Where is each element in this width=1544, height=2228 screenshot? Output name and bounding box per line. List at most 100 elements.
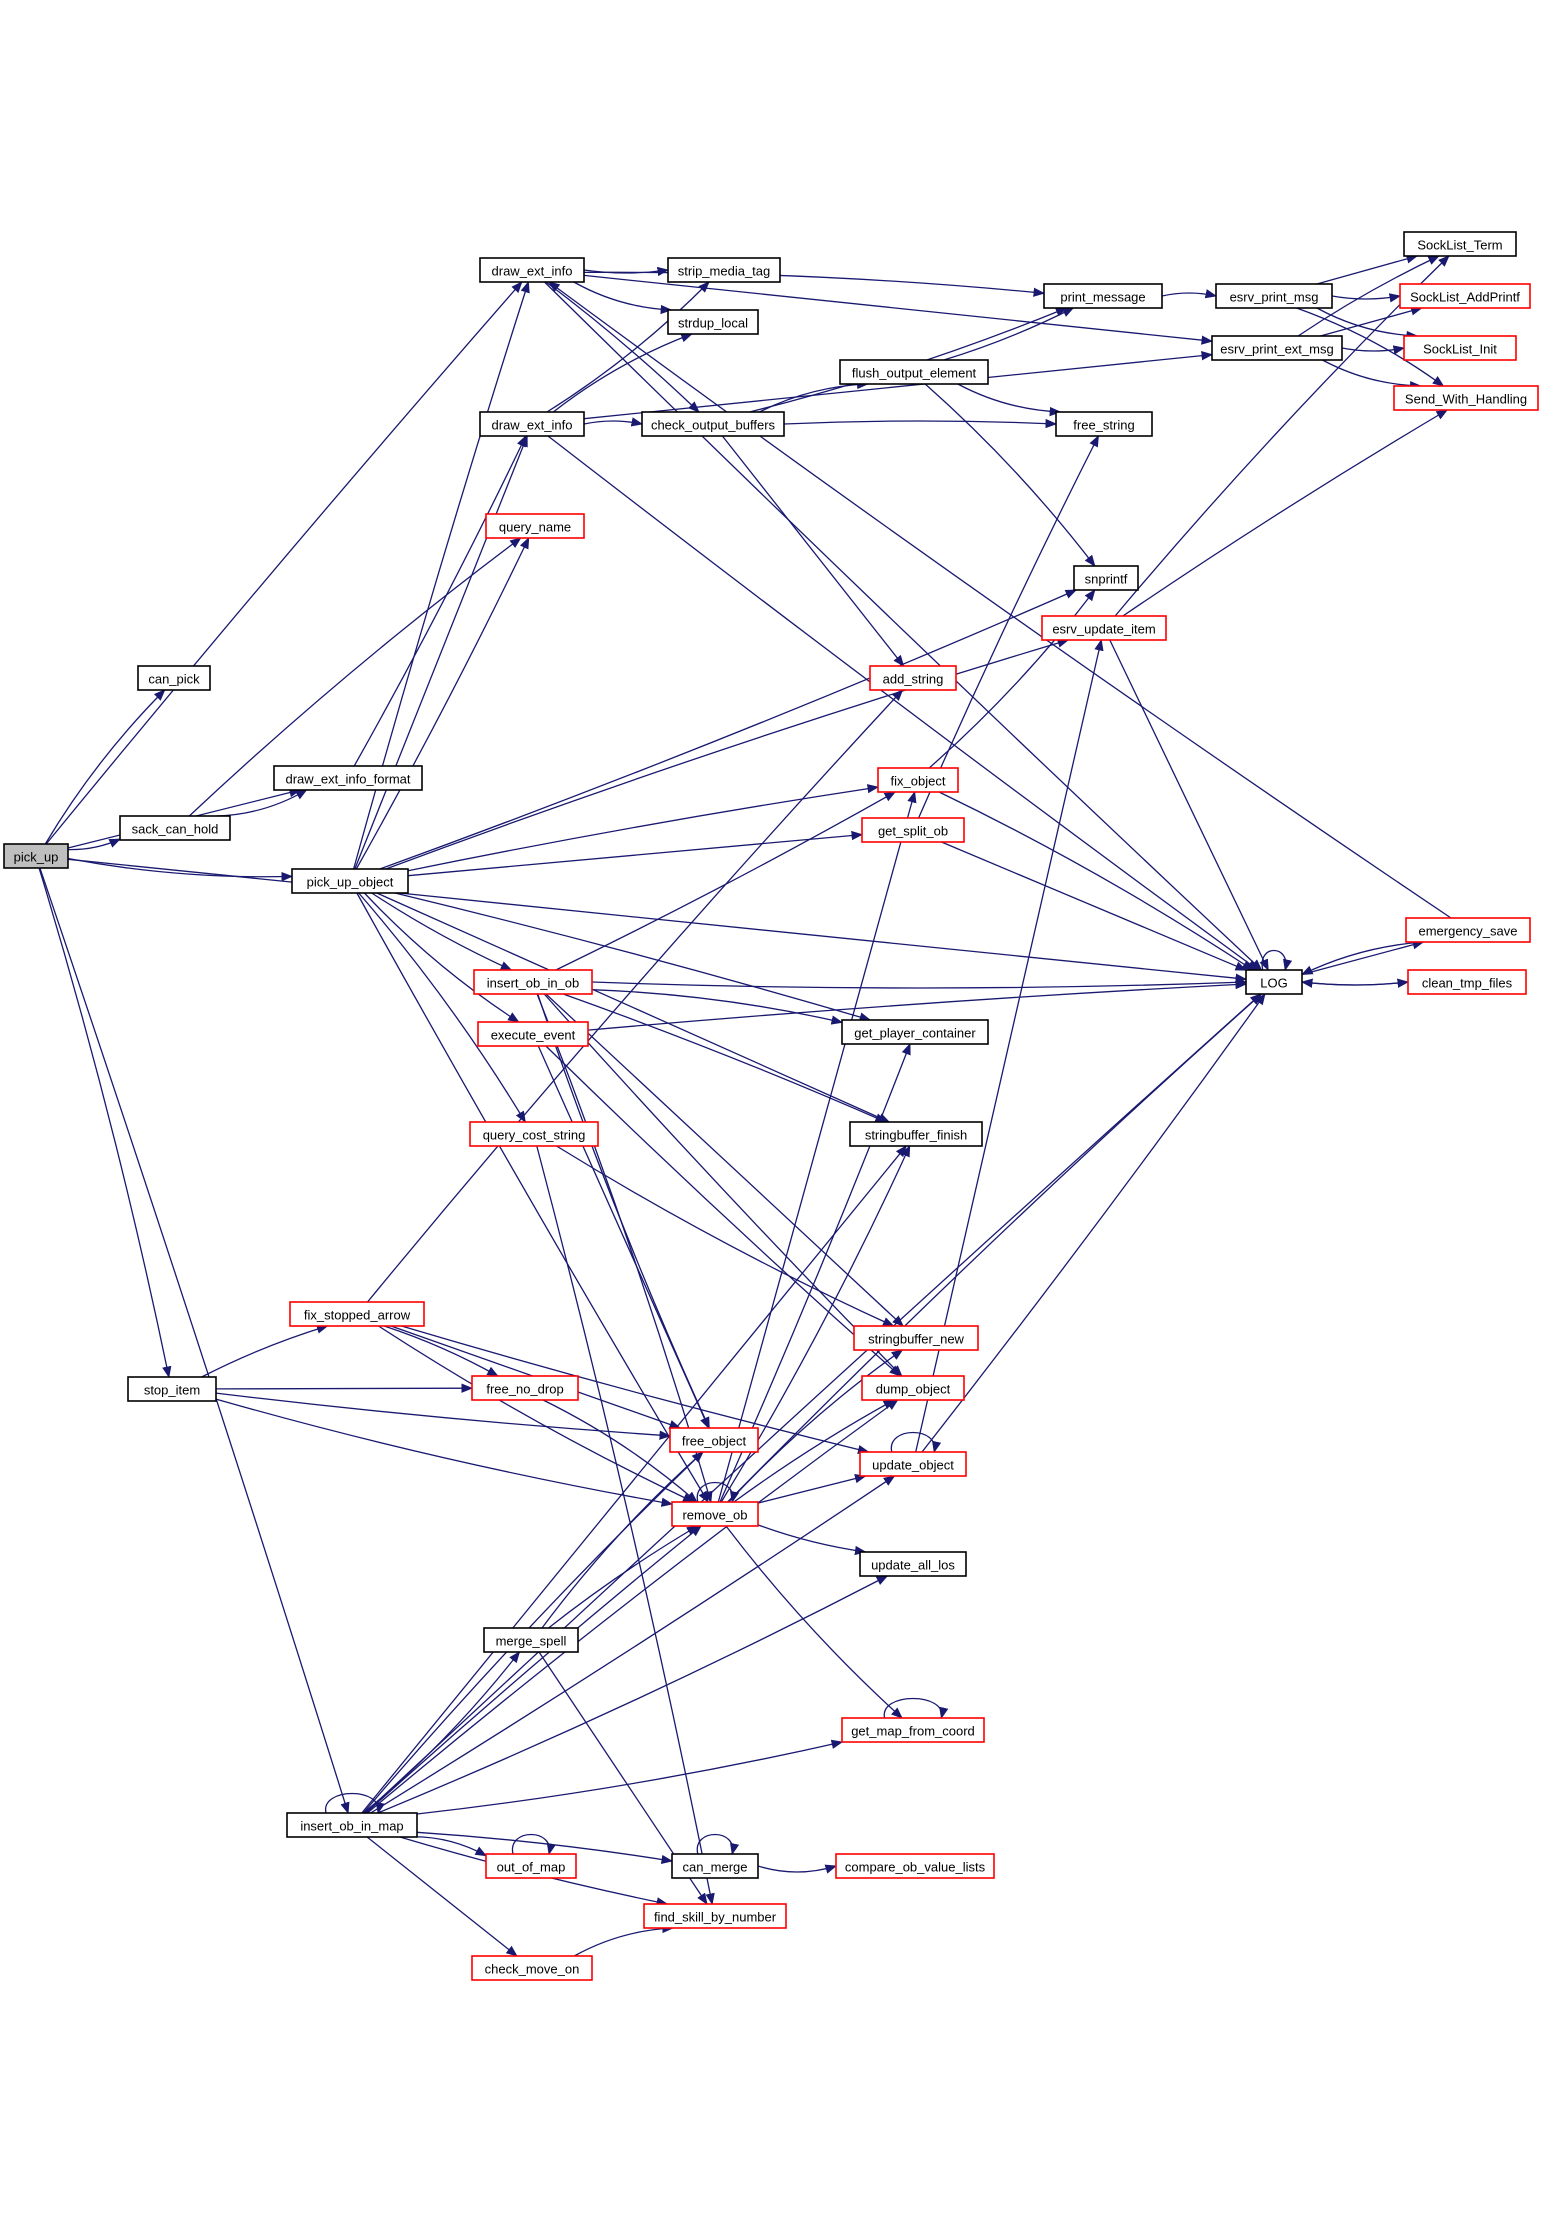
edge-insert-ob-in-ob-to-stringbuffer-finish bbox=[562, 993, 887, 1123]
node-label: update_object bbox=[872, 1458, 954, 1473]
node-LOG[interactable]: LOG bbox=[1245, 969, 1303, 995]
node-query-cost-string[interactable]: query_cost_string bbox=[469, 1121, 599, 1147]
node-get-player-container[interactable]: get_player_container bbox=[841, 1019, 989, 1045]
edge-pick-up-object-to-esrv-update-item bbox=[385, 638, 1070, 870]
node-merge-spell[interactable]: merge_spell bbox=[483, 1627, 579, 1653]
edge-remove-ob-to-dump-object bbox=[733, 1399, 896, 1503]
node-fix-object[interactable]: fix_object bbox=[877, 767, 959, 793]
node-free-object[interactable]: free_object bbox=[669, 1427, 759, 1453]
node-execute-event[interactable]: execute_event bbox=[477, 1021, 589, 1047]
node-free-no-drop[interactable]: free_no_drop bbox=[471, 1375, 579, 1401]
node-box bbox=[1215, 283, 1333, 309]
edge-sack-can-hold-to-query-name bbox=[188, 537, 522, 817]
edge-esrv-print-ext-msg-to-SockList-Term bbox=[1297, 255, 1440, 337]
edge-pick-up-object-to-draw-ext-info2 bbox=[354, 434, 528, 870]
node-can-pick[interactable]: can_pick bbox=[137, 665, 211, 691]
edge-can-merge-to-can-merge bbox=[696, 1833, 740, 1856]
node-label: insert_ob_in_ob bbox=[487, 976, 580, 991]
node-box bbox=[669, 1427, 759, 1453]
edge-execute-event-to-dump-object bbox=[545, 1045, 901, 1377]
node-get-map-from-coord[interactable]: get_map_from_coord bbox=[841, 1717, 985, 1743]
edge-remove-ob-to-stringbuffer-finish bbox=[720, 1144, 911, 1503]
node-clean-tmp-files[interactable]: clean_tmp_files bbox=[1407, 969, 1527, 995]
node-pick-up[interactable]: pick_up bbox=[3, 843, 69, 869]
node-label: stringbuffer_new bbox=[868, 1332, 964, 1347]
edge-merge-spell-to-free-object bbox=[541, 1451, 704, 1629]
node-SockList-Init[interactable]: SockList_Init bbox=[1403, 335, 1517, 361]
edge-remove-ob-to-update-object bbox=[757, 1474, 867, 1504]
node-add-string[interactable]: add_string bbox=[869, 665, 957, 691]
node-stop-item[interactable]: stop_item bbox=[127, 1376, 217, 1402]
node-label: clean_tmp_files bbox=[1422, 976, 1513, 991]
node-strip-media-tag[interactable]: strip_media_tag bbox=[667, 257, 781, 283]
edge-esrv-print-msg-to-SockList-Term bbox=[1316, 254, 1419, 285]
node-box bbox=[841, 1019, 989, 1045]
node-dump-object[interactable]: dump_object bbox=[861, 1375, 965, 1401]
node-can-merge[interactable]: can_merge bbox=[671, 1853, 759, 1879]
node-SockList-Term[interactable]: SockList_Term bbox=[1403, 231, 1517, 257]
edge-pick-up-object-to-remove-ob bbox=[356, 892, 709, 1504]
node-draw-ext-info[interactable]: draw_ext_info bbox=[479, 257, 585, 283]
node-draw-ext-info-format[interactable]: draw_ext_info_format bbox=[273, 765, 423, 791]
node-label: merge_spell bbox=[496, 1634, 567, 1649]
node-snprintf[interactable]: snprintf bbox=[1073, 565, 1139, 591]
edge-get-split-ob-to-LOG bbox=[941, 841, 1248, 971]
node-Send-With-Handling[interactable]: Send_With_Handling bbox=[1393, 385, 1539, 411]
node-label: get_split_ob bbox=[878, 824, 948, 839]
node-emergency-save[interactable]: emergency_save bbox=[1405, 917, 1531, 943]
edge-insert-ob-in-ob-to-stringbuffer-new bbox=[545, 993, 904, 1327]
edge-draw-ext-info2-to-strdup-local bbox=[552, 333, 693, 413]
node-esrv-update-item[interactable]: esrv_update_item bbox=[1041, 615, 1167, 641]
node-esrv-print-msg[interactable]: esrv_print_msg bbox=[1215, 283, 1333, 309]
edge-insert-ob-in-map-to-merge-spell bbox=[363, 1651, 521, 1814]
node-box bbox=[839, 359, 989, 385]
edge-remove-ob-to-get-map-from-coord bbox=[725, 1525, 903, 1719]
node-esrv-print-ext-msg[interactable]: esrv_print_ext_msg bbox=[1211, 335, 1343, 361]
edge-draw-ext-info-to-strdup-local bbox=[573, 281, 673, 315]
node-update-all-los[interactable]: update_all_los bbox=[859, 1551, 967, 1577]
node-label: flush_output_element bbox=[852, 366, 977, 381]
edge-check-output-buffers-to-free-string bbox=[783, 418, 1058, 429]
node-out-of-map[interactable]: out_of_map bbox=[485, 1853, 577, 1879]
node-box bbox=[1399, 283, 1531, 309]
node-get-split-ob[interactable]: get_split_ob bbox=[861, 817, 965, 843]
node-draw-ext-info2[interactable]: draw_ext_info bbox=[479, 411, 585, 437]
edge-insert-ob-in-map-to-LOG bbox=[364, 993, 1262, 1814]
node-stringbuffer-new[interactable]: stringbuffer_new bbox=[853, 1325, 979, 1351]
edge-fix-stopped-arrow-to-add-string bbox=[366, 689, 904, 1303]
node-box bbox=[471, 1375, 579, 1401]
node-pick-up-object[interactable]: pick_up_object bbox=[291, 868, 409, 894]
edge-esrv-print-msg-to-Send-With-Handling bbox=[1296, 307, 1445, 387]
node-box bbox=[273, 765, 423, 791]
node-free-string[interactable]: free_string bbox=[1055, 411, 1153, 437]
node-query-name[interactable]: query_name bbox=[485, 513, 585, 539]
node-box bbox=[869, 665, 957, 691]
node-check-move-on[interactable]: check_move_on bbox=[471, 1955, 593, 1981]
node-check-output-buffers[interactable]: check_output_buffers bbox=[641, 411, 785, 437]
node-insert-ob-in-map[interactable]: insert_ob_in_map bbox=[286, 1812, 418, 1838]
node-label: get_player_container bbox=[854, 1026, 976, 1041]
node-label: free_object bbox=[682, 1434, 747, 1449]
node-strdup-local[interactable]: strdup_local bbox=[667, 309, 759, 335]
node-remove-ob[interactable]: remove_ob bbox=[671, 1501, 759, 1527]
node-insert-ob-in-ob[interactable]: insert_ob_in_ob bbox=[473, 969, 593, 995]
node-sack-can-hold[interactable]: sack_can_hold bbox=[119, 815, 231, 841]
node-compare-ob-value-lists[interactable]: compare_ob_value_lists bbox=[835, 1853, 995, 1879]
node-label: sack_can_hold bbox=[132, 822, 219, 837]
node-find-skill-by-number[interactable]: find_skill_by_number bbox=[643, 1903, 787, 1929]
node-box bbox=[841, 1717, 985, 1743]
node-update-object[interactable]: update_object bbox=[859, 1451, 967, 1477]
node-SockList-AddPrintf[interactable]: SockList_AddPrintf bbox=[1399, 283, 1531, 309]
node-print-message[interactable]: print_message bbox=[1043, 283, 1163, 309]
node-label: update_all_los bbox=[871, 1558, 955, 1573]
edge-draw-ext-info-to-LOG bbox=[544, 281, 1263, 971]
edge-check-move-on-to-find-skill-by-number bbox=[573, 1923, 674, 1957]
edge-esrv-print-ext-msg-to-SockList-AddPrintf bbox=[1320, 306, 1423, 337]
node-flush-output-element[interactable]: flush_output_element bbox=[839, 359, 989, 385]
node-stringbuffer-finish[interactable]: stringbuffer_finish bbox=[849, 1121, 983, 1147]
node-box bbox=[137, 665, 211, 691]
node-fix-stopped-arrow[interactable]: fix_stopped_arrow bbox=[289, 1301, 425, 1327]
edge-insert-ob-in-map-to-insert-ob-in-map bbox=[325, 1793, 385, 1815]
edge-pick-up-to-pick-up-object bbox=[67, 857, 294, 882]
node-box bbox=[479, 257, 585, 283]
